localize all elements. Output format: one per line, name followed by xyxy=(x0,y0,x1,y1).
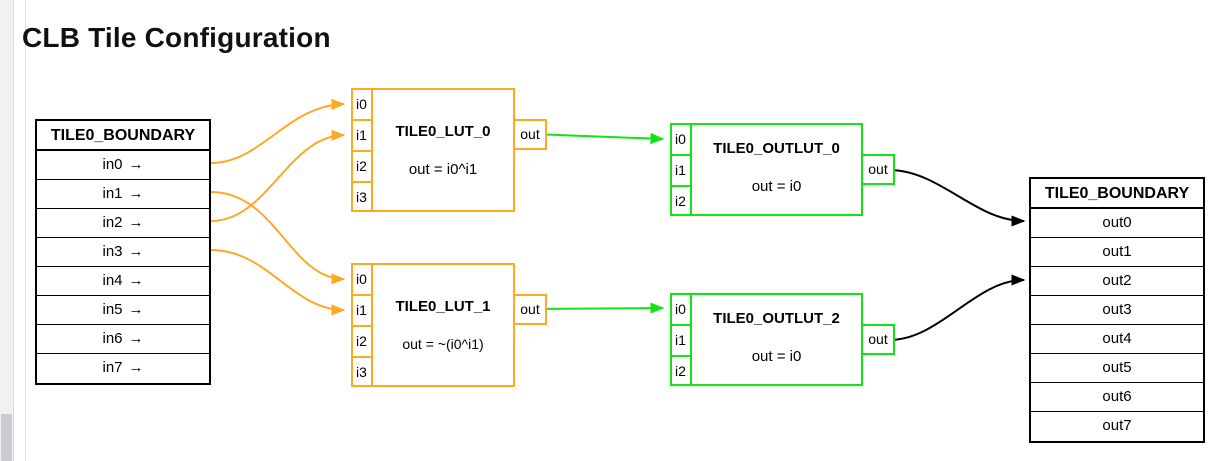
block-body xyxy=(371,88,515,212)
block-tile0-lut-1[interactable]: i0 i1 i2 i3 out TILE0_LUT_1 out = ~(i0^i… xyxy=(351,263,547,387)
block-body xyxy=(690,123,863,216)
input-port-i2[interactable]: i2 xyxy=(670,355,692,386)
boundary-input-row-in5[interactable]: in5 → xyxy=(37,296,209,325)
input-port-i1[interactable]: i1 xyxy=(351,119,373,150)
port-label: in3 xyxy=(102,243,123,260)
boundary-output-row-out7[interactable]: out7 xyxy=(1102,417,1132,434)
input-port-i1[interactable]: i1 xyxy=(351,294,373,325)
input-port-i0[interactable]: i0 xyxy=(351,263,373,294)
block-title: TILE0_OUTLUT_2 xyxy=(713,310,840,327)
input-port-i2[interactable]: i2 xyxy=(351,150,373,181)
input-port-i1[interactable]: i1 xyxy=(670,324,692,355)
boundary-input-row-in4[interactable]: in4 → xyxy=(37,267,209,296)
block-tile0-outlut-2[interactable]: i0 i1 i2 out TILE0_OUTLUT_2 out = i0 xyxy=(670,293,895,386)
port-label: in0 xyxy=(102,156,123,173)
boundary-output-header: TILE0_BOUNDARY xyxy=(1031,179,1203,209)
boundary-input-row-in6[interactable]: in6 → xyxy=(37,325,209,354)
wire-lut0-out-to-outlut0-i0 xyxy=(531,132,665,145)
arrow-right-icon: → xyxy=(128,214,144,231)
gutter-divider xyxy=(25,0,26,461)
input-port-i0[interactable]: i0 xyxy=(670,123,692,154)
input-port-i3[interactable]: i3 xyxy=(351,356,373,387)
boundary-input-header: TILE0_BOUNDARY xyxy=(37,121,209,151)
block-title: TILE0_LUT_0 xyxy=(395,123,491,140)
boundary-input-table: TILE0_BOUNDARY in0→ in1→ in2→ in3→ in4→ … xyxy=(35,119,211,385)
boundary-output-row-out5[interactable]: out5 xyxy=(1031,354,1203,383)
boundary-output-row-out6[interactable]: out6 xyxy=(1031,383,1203,412)
boundary-output-row-out4[interactable]: out4 xyxy=(1031,325,1203,354)
input-port-column: i0 i1 i2 i3 xyxy=(351,88,373,212)
block-body xyxy=(371,263,515,387)
input-port-i2[interactable]: i2 xyxy=(670,185,692,216)
page-chrome xyxy=(0,0,28,461)
port-label: in4 xyxy=(102,272,123,289)
boundary-output-row-out2[interactable]: out2 xyxy=(1031,267,1203,296)
boundary-input-row-in3[interactable]: in3 → xyxy=(37,238,209,267)
block-equation: out = i0 xyxy=(751,178,802,195)
boundary-input-row-in1[interactable]: in1 → xyxy=(37,180,209,209)
arrow-right-icon: → xyxy=(128,243,144,260)
boundary-output-table: TILE0_BOUNDARY out0 out1 out2 out3 out4 … xyxy=(1029,177,1205,443)
boundary-input-row-in7[interactable]: in7 → xyxy=(37,354,209,383)
arrow-right-icon: → xyxy=(128,359,144,376)
output-port-out[interactable]: out xyxy=(861,324,895,355)
arrow-right-icon: → xyxy=(128,272,144,289)
input-port-column: i0 i1 i2 xyxy=(670,123,692,216)
input-port-i3[interactable]: i3 xyxy=(351,181,373,212)
arrow-right-icon: → xyxy=(128,301,144,318)
input-port-i2[interactable]: i2 xyxy=(351,325,373,356)
port-label: in1 xyxy=(102,185,123,202)
boundary-output-row-out1[interactable]: out1 xyxy=(1031,238,1203,267)
block-body xyxy=(690,293,863,386)
block-equation: out = i0 xyxy=(751,348,802,365)
input-port-i0[interactable]: i0 xyxy=(351,88,373,119)
output-port-out[interactable]: out xyxy=(861,154,895,185)
port-label: in7 xyxy=(102,359,123,376)
wire-in3-to-lut1-i1 xyxy=(210,249,346,316)
vertical-scrollbar-thumb[interactable] xyxy=(1,414,12,461)
input-port-column: i0 i1 i2 i3 xyxy=(351,263,373,387)
block-equation: out = ~(i0^i1) xyxy=(402,336,484,352)
arrow-right-icon: → xyxy=(128,330,144,347)
wire-in1-to-lut1-i0 xyxy=(210,191,346,285)
wire-in0-to-lut0-i0 xyxy=(210,98,346,164)
block-tile0-outlut-0[interactable]: i0 i1 i2 out TILE0_OUTLUT_0 out = i0 xyxy=(670,123,895,216)
block-equation: out = i0^i1 xyxy=(408,161,478,178)
wire-lut1-out-to-outlut2-i0 xyxy=(531,302,665,314)
vertical-scrollbar-track[interactable] xyxy=(0,0,14,461)
port-label: in5 xyxy=(102,301,123,318)
boundary-input-row-in0[interactable]: in0 → xyxy=(37,151,209,180)
input-port-column: i0 i1 i2 xyxy=(670,293,692,386)
port-label: in6 xyxy=(102,330,123,347)
wire-outlut0-out-to-out0 xyxy=(888,169,1026,227)
port-label: in2 xyxy=(102,214,123,231)
block-tile0-lut-0[interactable]: i0 i1 i2 i3 out TILE0_LUT_0 out = i0^i1 xyxy=(351,88,547,212)
block-title: TILE0_OUTLUT_0 xyxy=(713,140,840,157)
block-title: TILE0_LUT_1 xyxy=(395,298,491,315)
boundary-input-row-in2[interactable]: in2 → xyxy=(37,209,209,238)
boundary-output-row-out3[interactable]: out3 xyxy=(1031,296,1203,325)
output-port-out[interactable]: out xyxy=(513,294,547,325)
wire-in2-to-lut0-i1 xyxy=(210,129,346,222)
boundary-output-row-out0[interactable]: out0 xyxy=(1031,209,1203,238)
input-port-i0[interactable]: i0 xyxy=(670,293,692,324)
wire-outlut2-out-to-out2 xyxy=(888,274,1026,341)
arrow-right-icon: → xyxy=(128,185,144,202)
output-port-out[interactable]: out xyxy=(513,119,547,150)
input-port-i1[interactable]: i1 xyxy=(670,154,692,185)
page-title: CLB Tile Configuration xyxy=(22,22,331,53)
arrow-right-icon: → xyxy=(128,156,144,173)
